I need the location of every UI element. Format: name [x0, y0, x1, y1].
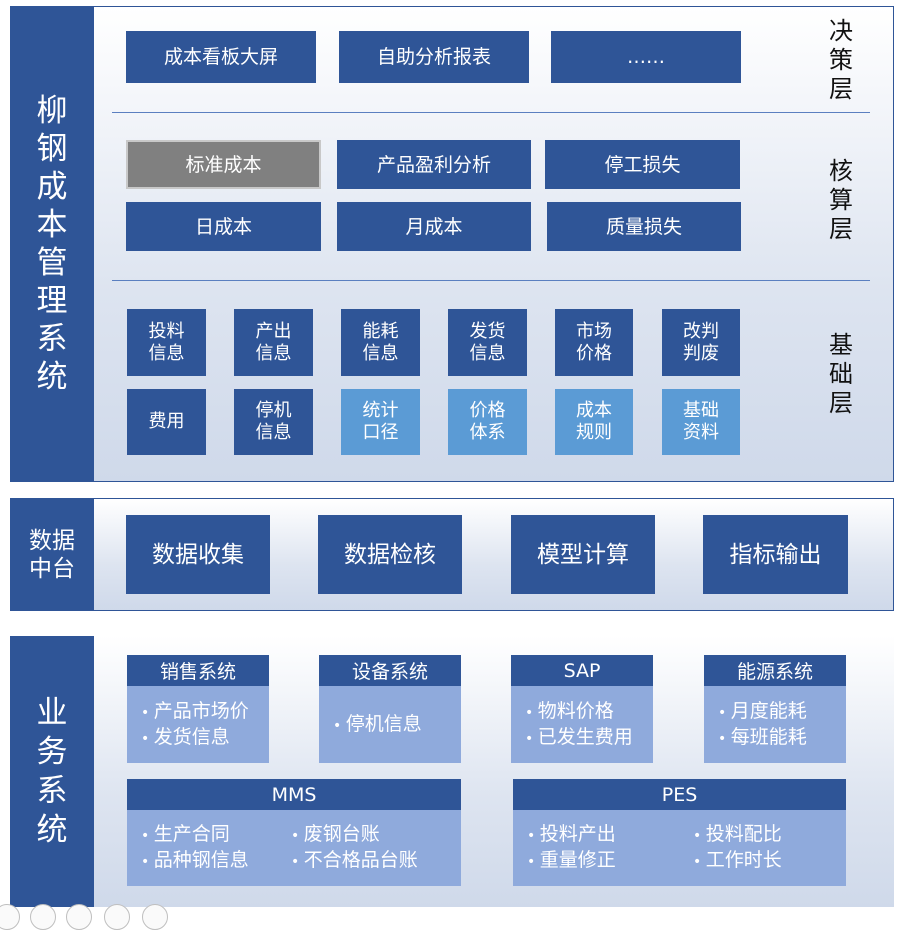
- system-header-sap[interactable]: SAP: [511, 655, 653, 686]
- layer-label-decision: 决策层: [829, 17, 853, 103]
- pes-item-1: 投料产出: [527, 822, 693, 848]
- system-header-mms[interactable]: MMS: [127, 779, 461, 810]
- decision-item-more[interactable]: ……: [551, 31, 741, 83]
- base-item-expense[interactable]: 费用: [127, 389, 206, 455]
- mms-item-1: 生产合同: [141, 822, 291, 848]
- energy-item-1: 月度能耗: [718, 699, 846, 725]
- decision-item-report[interactable]: 自助分析报表: [339, 31, 529, 83]
- accounting-item-monthly-cost[interactable]: 月成本: [337, 202, 531, 251]
- sap-item-1: 物料价格: [525, 699, 653, 725]
- system-header-equipment[interactable]: 设备系统: [319, 655, 461, 686]
- base-item-statistic-caliber[interactable]: 统计口径: [341, 389, 420, 455]
- energy-item-2: 每班能耗: [718, 725, 846, 751]
- base-item-cost-rules[interactable]: 成本规则: [555, 389, 633, 455]
- system-body-sales: 产品市场价 发货信息: [127, 686, 269, 763]
- pes-item-3: 投料配比: [693, 822, 782, 848]
- pes-item-4: 工作时长: [693, 848, 782, 874]
- system-body-sap: 物料价格 已发生费用: [511, 686, 653, 763]
- equipment-item-1: 停机信息: [333, 712, 461, 738]
- system-header-energy[interactable]: 能源系统: [704, 655, 846, 686]
- data-platform-title-text: 数据中台: [29, 527, 75, 582]
- base-item-feed-info[interactable]: 投料信息: [127, 309, 206, 376]
- base-item-base-data[interactable]: 基础资料: [662, 389, 740, 455]
- layer-label-base: 基础层: [829, 331, 853, 417]
- base-item-price-system[interactable]: 价格体系: [448, 389, 527, 455]
- data-platform-title: 数据中台: [10, 498, 94, 611]
- toolbar-icon-4[interactable]: [104, 904, 130, 930]
- accounting-item-daily-cost[interactable]: 日成本: [126, 202, 321, 251]
- pes-item-2: 重量修正: [527, 848, 693, 874]
- system-body-mms: 生产合同 品种钢信息 废钢台账 不合格品台账: [127, 810, 461, 886]
- mms-item-4: 不合格品台账: [291, 848, 418, 874]
- toolbar-icon-1[interactable]: [0, 904, 20, 930]
- data-collect-box[interactable]: 数据收集: [126, 515, 270, 594]
- sap-item-2: 已发生费用: [525, 725, 653, 751]
- base-item-downtime-info[interactable]: 停机信息: [234, 389, 313, 455]
- accounting-item-profit-analysis[interactable]: 产品盈利分析: [337, 140, 531, 189]
- system-body-energy: 月度能耗 每班能耗: [704, 686, 846, 763]
- accounting-item-standard-cost[interactable]: 标准成本: [126, 140, 321, 189]
- system-header-sales[interactable]: 销售系统: [127, 655, 269, 686]
- model-compute-box[interactable]: 模型计算: [511, 515, 655, 594]
- sales-item-2: 发货信息: [141, 725, 269, 751]
- base-item-energy-info[interactable]: 能耗信息: [341, 309, 420, 376]
- toolbar-icon-3[interactable]: [66, 904, 92, 930]
- mms-item-3: 废钢台账: [291, 822, 418, 848]
- index-output-box[interactable]: 指标输出: [703, 515, 848, 594]
- data-verify-box[interactable]: 数据检核: [318, 515, 462, 594]
- toolbar-icon-2[interactable]: [30, 904, 56, 930]
- decision-item-dashboard[interactable]: 成本看板大屏: [126, 31, 316, 83]
- accounting-item-shutdown-loss[interactable]: 停工损失: [545, 140, 740, 189]
- sales-item-1: 产品市场价: [141, 699, 269, 725]
- mms-item-2: 品种钢信息: [141, 848, 291, 874]
- system-body-pes: 投料产出 重量修正 投料配比 工作时长: [513, 810, 846, 886]
- layer-label-accounting: 核算层: [829, 157, 853, 243]
- divider-2: [112, 280, 870, 281]
- toolbar-icon-5[interactable]: [142, 904, 168, 930]
- base-item-output-info[interactable]: 产出信息: [234, 309, 313, 376]
- business-title-text: 业务系统: [36, 694, 68, 848]
- accounting-item-quality-loss[interactable]: 质量损失: [547, 202, 741, 251]
- system-body-equipment: 停机信息: [319, 686, 461, 763]
- cost-system-title: 柳钢成本管理系统: [10, 6, 94, 482]
- system-title-text: 柳钢成本管理系统: [36, 93, 68, 395]
- business-title: 业务系统: [10, 636, 94, 907]
- system-header-pes[interactable]: PES: [513, 779, 846, 810]
- divider-1: [112, 112, 870, 113]
- base-item-market-price[interactable]: 市场价格: [555, 309, 633, 376]
- base-item-shipping-info[interactable]: 发货信息: [448, 309, 527, 376]
- base-item-rejudge-scrap[interactable]: 改判判废: [662, 309, 740, 376]
